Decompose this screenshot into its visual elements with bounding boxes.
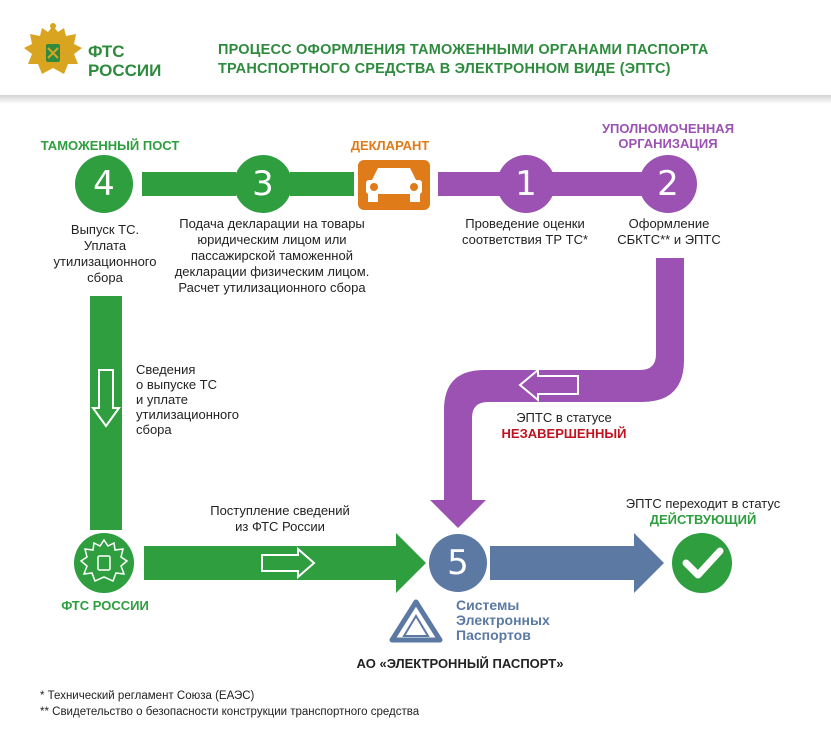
car-icon (358, 160, 430, 210)
valid-status-label: ЭПТС переходит в статус ДЕЙСТВУЮЩИЙ (612, 496, 794, 528)
checkmark-icon (682, 547, 724, 579)
incomplete-status: НЕЗАВЕРШЕННЫЙ (501, 426, 627, 441)
green-connector-4-3 (142, 172, 236, 196)
blue-arrow-5-to-check (490, 533, 664, 593)
systems-logo-line1: Системы (456, 597, 520, 613)
footnotes: * Технический регламент Союза (ЕАЭС) ** … (40, 688, 740, 720)
role-authorized-line2: ОРГАНИЗАЦИЯ (618, 136, 718, 151)
fts-emblem-icon (74, 533, 134, 593)
logo-line2: РОССИИ (88, 61, 162, 80)
step-4-description: Выпуск ТС. Уплата утилизационного сбора (30, 222, 180, 286)
step-4-line3: утилизационного (53, 254, 157, 269)
release-info-line2: о выпуске ТС (136, 377, 217, 392)
step-4-line4: сбора (87, 270, 123, 285)
release-info-line3: и уплате (136, 392, 188, 407)
triangle-logo-icon (389, 599, 443, 643)
step-1-line1: Проведение оценки (465, 216, 585, 231)
step-2-description: Оформление СБКТС** и ЭПТС (604, 216, 734, 248)
green-right-hollow-arrow-icon (261, 546, 316, 580)
step-1-number: 1 (515, 164, 537, 204)
receipt-line2: из ФТС России (235, 519, 325, 534)
step-4-circle (75, 155, 133, 213)
logo-line1: ФТС (88, 42, 125, 61)
step-3-line1: Подача декларации на товары (179, 216, 365, 231)
logo-text: ФТС РОССИИ (88, 42, 161, 80)
step-2-line1: Оформление (628, 216, 710, 231)
role-authorized-line1: УПОЛНОМОЧЕННАЯ (601, 121, 735, 136)
valid-line1: ЭПТС переходит в статус (625, 496, 781, 511)
release-info-line5: сбора (136, 422, 172, 437)
step-3-line3: пассажирской таможенной (191, 248, 353, 263)
step-5-number: 5 (447, 543, 469, 583)
step-3-line2: юридическим лицом или (197, 232, 347, 247)
step-1-circle (497, 155, 555, 213)
check-circle (672, 533, 732, 593)
green-connector-3-car (290, 172, 354, 196)
step-3-number: 3 (252, 164, 274, 204)
title-line2: ТРАНСПОРТНОГО СРЕДСТВА В ЭЛЕКТРОННОМ ВИД… (218, 61, 671, 77)
systems-logo-line3: Паспортов (456, 627, 531, 643)
step-3-description: Подача декларации на товары юридическим … (152, 216, 392, 296)
header: ФТС РОССИИ ПРОЦЕСС ОФОРМЛЕНИЯ ТАМОЖЕННЫМ… (0, 0, 831, 95)
step-4-line2: Уплата (83, 238, 127, 253)
title-line1: ПРОЦЕСС ОФОРМЛЕНИЯ ТАМОЖЕННЫМИ ОРГАНАМИ … (218, 42, 709, 58)
footnote-1: * Технический регламент Союза (ЕАЭС) (40, 690, 255, 702)
step-5-circle (429, 534, 487, 592)
release-info-label: Сведения о выпуске ТС и уплате утилизаци… (136, 362, 276, 437)
receipt-line1: Поступление сведений (210, 503, 350, 518)
release-info-line4: утилизационного (136, 407, 239, 422)
step-2-circle (639, 155, 697, 213)
receipt-label: Поступление сведений из ФТС России (190, 503, 370, 535)
double-headed-eagle-emblem-icon (24, 23, 82, 74)
step-4-number: 4 (93, 164, 115, 204)
step-3-circle (234, 155, 292, 213)
footnote-2: ** Свидетельство о безопасности конструк… (40, 706, 420, 718)
green-arrow-fts-to-5 (144, 533, 426, 593)
step-3-line5: Расчет утилизационного сбора (178, 280, 366, 295)
page-title: ПРОЦЕСС ОФОРМЛЕНИЯ ТАМОЖЕННЫМИ ОРГАНАМИ … (218, 41, 778, 79)
step-2-line2: СБКТС** и ЭПТС (617, 232, 721, 247)
systems-logo-line2: Электронных (456, 612, 550, 628)
role-ao: АО «ЭЛЕКТРОННЫЙ ПАСПОРТ» (356, 656, 564, 671)
step-1-description: Проведение оценки соответствия ТР ТС* (450, 216, 600, 248)
systems-logo-text: Системы Электронных Паспортов (456, 598, 550, 643)
step-4-line1: Выпуск ТС. (70, 222, 140, 237)
incomplete-line1: ЭПТС в статусе (516, 410, 612, 425)
header-divider (0, 95, 831, 104)
green-vertical-bar (90, 296, 122, 530)
green-down-hollow-arrow-icon (91, 369, 121, 428)
role-fts: ФТС РОССИИ (61, 598, 149, 613)
step-3-line4: декларации физическим лицом. (174, 264, 370, 279)
step-1-line2: соответствия ТР ТС* (461, 232, 589, 247)
release-info-line1: Сведения (136, 362, 196, 377)
role-authorized-org: УПОЛНОМОЧЕННАЯ ОРГАНИЗАЦИЯ (586, 121, 750, 151)
valid-status: ДЕЙСТВУЮЩИЙ (649, 512, 757, 527)
incomplete-status-label: ЭПТС в статусе НЕЗАВЕРШЕННЫЙ (494, 410, 634, 442)
role-declarant: ДЕКЛАРАНТ (350, 138, 430, 153)
role-customs-post: ТАМОЖЕННЫЙ ПОСТ (40, 138, 180, 153)
purple-inner-arrow-icon (518, 367, 579, 403)
step-2-number: 2 (657, 164, 679, 204)
